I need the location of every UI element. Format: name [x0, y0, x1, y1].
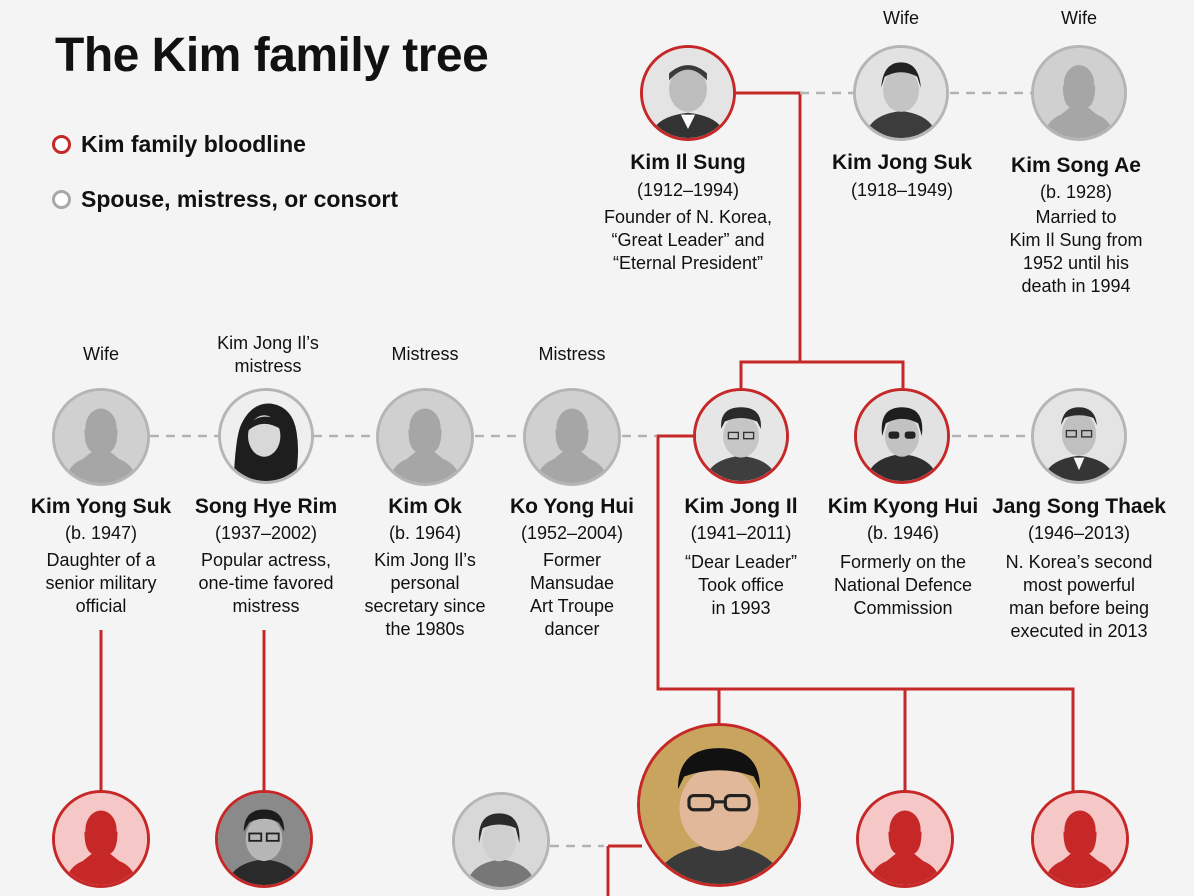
- kim-song-ae-description: Married to Kim Il Sung from 1952 until h…: [1009, 207, 1143, 296]
- legend-bloodline-label: Kim family bloodline: [81, 131, 306, 157]
- kim-il-sung-portrait-icon: [640, 45, 736, 141]
- kim-il-sung-name: Kim Il Sung: [630, 151, 746, 174]
- kim-ok-silhouette-icon: [376, 388, 474, 486]
- kim-kyong-hui-name: Kim Kyong Hui: [827, 495, 979, 518]
- kim-jong-il-years: (1941–2011): [690, 523, 792, 543]
- kim-ok-name: Kim Ok: [388, 495, 462, 518]
- song-hye-rim-portrait-icon: [218, 388, 314, 484]
- kim-kyong-hui-portrait-icon: [854, 388, 950, 484]
- ko-yong-hui-silhouette-icon: [523, 388, 621, 486]
- jang-song-thaek-name: Jang Song Thaek: [992, 495, 1166, 518]
- red-circle-icon: [52, 135, 71, 154]
- kim-jong-suk-relation: Wife: [883, 8, 919, 28]
- legend-spouse-label: Spouse, mistress, or consort: [81, 186, 398, 212]
- kim-yong-suk-years: (b. 1947): [64, 523, 138, 543]
- child-two-silhouette-icon: [1031, 790, 1129, 888]
- legend-bloodline: Kim family bloodline: [52, 131, 306, 158]
- song-hye-rim-relation: Kim Jong Il’s mistress: [217, 333, 319, 376]
- song-hye-rim-name: Song Hye Rim: [194, 495, 338, 518]
- kim-ok-years: (b. 1964): [388, 523, 462, 543]
- song-hye-rim-description: Popular actress, one-time favored mistre…: [198, 550, 334, 616]
- ko-yong-hui-years: (1952–2004): [520, 523, 624, 543]
- page-title: The Kim family tree: [55, 29, 489, 82]
- kim-song-ae-name: Kim Song Ae: [1011, 154, 1141, 177]
- kim-jong-il-description: “Dear Leader” Took office in 1993: [684, 552, 798, 618]
- kim-jong-suk-years: (1918–1949): [850, 180, 954, 200]
- kim-il-sung-years: (1912–1994): [636, 180, 740, 200]
- child-one-silhouette-icon: [856, 790, 954, 888]
- kim-yong-suk-silhouette-icon: [52, 388, 150, 486]
- kim-jong-suk-portrait-icon: [853, 45, 949, 141]
- kim-yong-suk-name: Kim Yong Suk: [30, 495, 172, 518]
- ko-yong-hui-description: Former Mansudae Art Troupe dancer: [529, 550, 615, 639]
- gray-circle-icon: [52, 190, 71, 209]
- kim-ok-relation: Mistress: [391, 344, 459, 364]
- kim-il-sung-description: Founder of N. Korea, “Great Leader” and …: [603, 207, 773, 273]
- kim-jong-suk-name: Kim Jong Suk: [831, 151, 973, 174]
- ko-yong-hui-name: Ko Yong Hui: [509, 495, 635, 518]
- ri-sol-ju-portrait-icon: [452, 792, 550, 890]
- kim-song-ae-years: (b. 1928): [1039, 182, 1113, 202]
- kim-yong-suk-relation: Wife: [83, 344, 119, 364]
- kim-yong-suk-description: Daughter of a senior military official: [45, 550, 157, 616]
- kim-song-ae-silhouette-icon: [1031, 45, 1127, 141]
- jang-song-thaek-description: N. Korea’s second most powerful man befo…: [1005, 552, 1153, 641]
- jang-song-thaek-portrait-icon: [1031, 388, 1127, 484]
- kim-song-ae-relation: Wife: [1061, 8, 1097, 28]
- kim-jong-il-portrait-icon: [693, 388, 789, 484]
- kim-jong-il-name: Kim Jong Il: [684, 495, 798, 518]
- song-hye-rim-years: (1937–2002): [214, 523, 318, 543]
- legend-spouse: Spouse, mistress, or consort: [52, 186, 398, 213]
- kim-jong-un-portrait-icon: [637, 723, 801, 887]
- ko-yong-hui-relation: Mistress: [538, 344, 606, 364]
- kim-ok-description: Kim Jong Il’s personal secretary since t…: [364, 550, 486, 639]
- kim-kyong-hui-description: Formerly on the National Defence Commiss…: [833, 552, 973, 618]
- kim-kyong-hui-years: (b. 1946): [866, 523, 940, 543]
- kim-jong-nam-portrait-icon: [215, 790, 313, 888]
- jang-song-thaek-years: (1946–2013): [1027, 523, 1131, 543]
- kim-yong-suk-daughter-silhouette-icon: [52, 790, 150, 888]
